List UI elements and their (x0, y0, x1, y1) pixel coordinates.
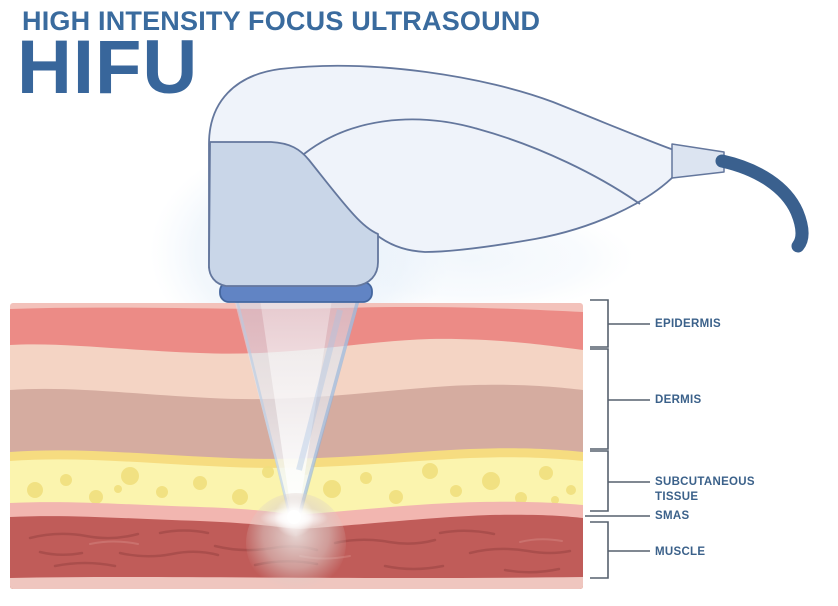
bracket-epidermis (590, 299, 650, 348)
fat-cells (27, 463, 576, 505)
focused-ultrasound-beam-icon (234, 299, 360, 593)
device-cable (715, 154, 809, 253)
diagram-subtitle: HIGH INTENSITY FOCUS ULTRASOUND (22, 6, 541, 36)
diagram-title-acronym: HIFU (17, 25, 199, 110)
layer-label-muscle: MUSCLE (655, 546, 706, 558)
device-nozzle (671, 143, 725, 179)
layer-brackets (585, 299, 650, 579)
layer-label-dermis: DERMIS (655, 394, 702, 406)
bracket-subcutaneous (590, 450, 650, 512)
layer-label-epidermis: EPIDERMIS (655, 318, 721, 330)
muscle-fibres (28, 529, 572, 574)
ultrasound-handpiece-icon (208, 64, 725, 303)
device-grip-line (303, 118, 641, 205)
layer-label-smas: SMAS (655, 510, 690, 522)
bracket-muscle (590, 521, 650, 579)
bracket-dermis (590, 348, 650, 450)
layer-label-subcutaneous-tissue: SUBCUTANEOUS TISSUE (655, 476, 755, 503)
device-head (208, 141, 379, 287)
